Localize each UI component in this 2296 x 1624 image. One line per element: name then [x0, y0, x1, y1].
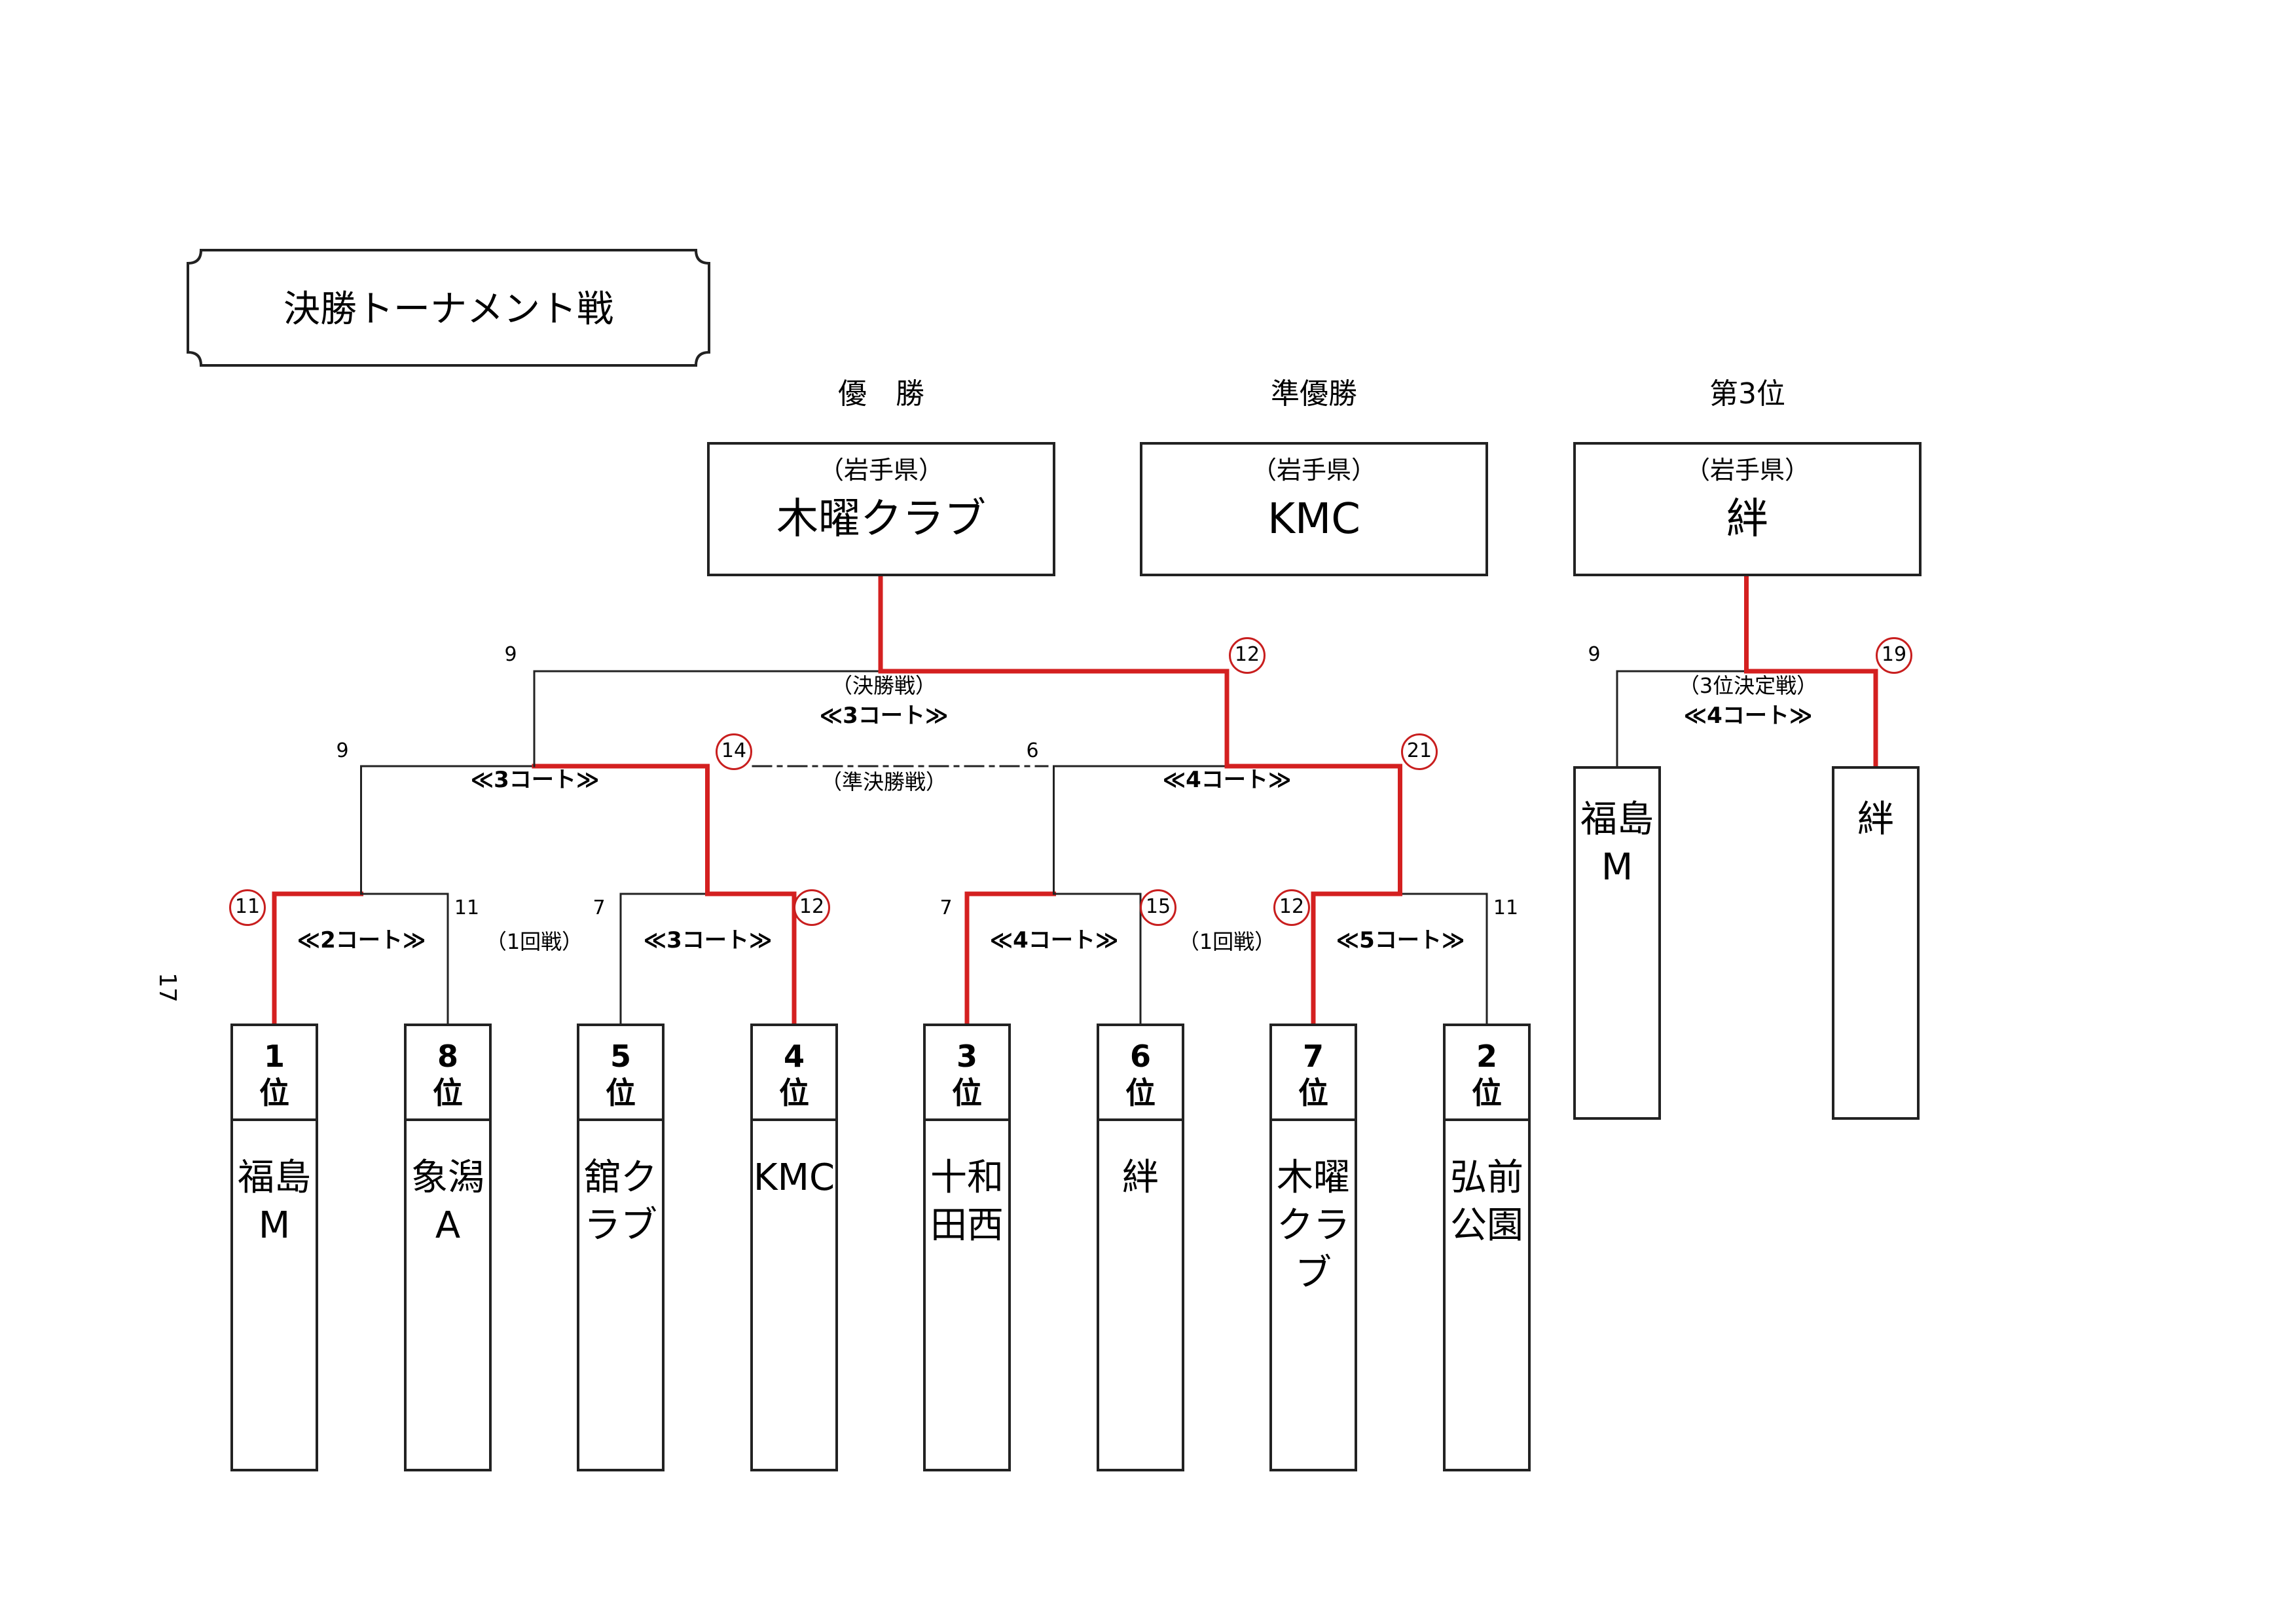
runner-up-box: （岩手県） KMC	[1140, 442, 1488, 576]
page-title: 決勝トーナメント戦	[283, 288, 613, 331]
team-rank: 4 位	[779, 1039, 809, 1111]
runner-up-region: （岩手県）	[1251, 456, 1376, 485]
match-score: 12	[1229, 637, 1266, 674]
runner-up-team: KMC	[1267, 495, 1360, 544]
team-box: 1 位 福島M	[230, 1024, 318, 1471]
team-name: KMC	[753, 1156, 835, 1199]
match-score: 21	[1401, 733, 1438, 770]
third-place-team-box: 絆	[1832, 766, 1920, 1120]
rank-divider	[926, 1118, 1008, 1121]
court-label: ≪4コート≫	[1683, 703, 1813, 729]
team-rank: 6 位	[1125, 1039, 1156, 1111]
team-name: 木曜クラブ	[1277, 1156, 1350, 1295]
round-label: （1回戦）	[1178, 929, 1276, 954]
match-score: 7	[592, 896, 606, 919]
round-label: （準決勝戦）	[820, 769, 947, 794]
match-score: 7	[939, 896, 953, 919]
rank-divider	[753, 1118, 835, 1121]
match-score: 12	[1273, 889, 1310, 926]
team-rank: 7 位	[1298, 1039, 1328, 1111]
rank-divider	[1099, 1118, 1182, 1121]
winner-score: 15	[1140, 889, 1176, 926]
team-rank: 3 位	[952, 1039, 982, 1111]
team-rank: 2 位	[1472, 1039, 1502, 1111]
match-score: 14	[716, 733, 752, 770]
round-label: （3位決定戦）	[1678, 673, 1818, 698]
match-score: 12	[793, 889, 830, 926]
team-box: 4 位 KMC	[750, 1024, 838, 1471]
third-place-team-box: 福島M	[1573, 766, 1661, 1120]
winner-score: 12	[793, 889, 830, 926]
winner-score: 11	[229, 889, 266, 926]
team-box: 3 位 十和田西	[923, 1024, 1011, 1471]
team-name: 絆	[1122, 1156, 1159, 1199]
team-box: 8 位 象潟A	[404, 1024, 492, 1471]
winner-score: 14	[716, 733, 752, 770]
court-label: ≪3コート≫	[819, 703, 949, 729]
team-box: 2 位 弘前公園	[1443, 1024, 1531, 1471]
title-frame	[187, 249, 710, 367]
match-score: 6	[1026, 739, 1039, 762]
rank-divider	[1272, 1118, 1355, 1121]
court-label: ≪4コート≫	[1162, 767, 1292, 793]
team-rank: 8 位	[433, 1039, 463, 1111]
round-label: （1回戦）	[485, 929, 583, 954]
team-rank: 5 位	[606, 1039, 636, 1111]
team-box: 7 位 木曜クラブ	[1269, 1024, 1357, 1471]
court-label: ≪2コート≫	[297, 927, 426, 953]
team-name: 福島M	[1580, 798, 1654, 889]
round-label: （決勝戦）	[831, 673, 936, 698]
team-name: 舘クラブ	[584, 1156, 657, 1247]
match-score: 11	[229, 889, 266, 926]
team-name: 十和田西	[930, 1156, 1004, 1247]
team-name: 象潟A	[411, 1156, 484, 1247]
rank-divider	[1446, 1118, 1528, 1121]
winner-score: 21	[1401, 733, 1438, 770]
champion-heading: 優 勝	[838, 377, 924, 411]
team-name: 弘前公園	[1450, 1156, 1523, 1247]
third-place-region: （岩手県）	[1685, 456, 1810, 485]
third-place-heading: 第3位	[1709, 377, 1785, 411]
champion-region: （岩手県）	[818, 456, 943, 485]
match-score: 9	[1588, 643, 1601, 666]
rank-divider	[579, 1118, 662, 1121]
runner-up-heading: 準優勝	[1271, 377, 1357, 411]
third-place-box: （岩手県） 絆	[1573, 442, 1922, 576]
match-score: 9	[336, 739, 349, 762]
winner-score: 19	[1876, 637, 1912, 674]
court-label: ≪4コート≫	[989, 927, 1119, 953]
champion-team: 木曜クラブ	[776, 495, 986, 544]
match-score: 15	[1140, 889, 1176, 926]
team-box: 6 位 絆	[1097, 1024, 1184, 1471]
team-box: 5 位 舘クラブ	[577, 1024, 665, 1471]
match-score: 11	[1493, 896, 1519, 919]
team-name: 絆	[1857, 798, 1894, 841]
court-label: ≪3コート≫	[470, 767, 600, 793]
rank-divider	[233, 1118, 316, 1121]
winner-score: 12	[1229, 637, 1266, 674]
match-score: 11	[454, 896, 480, 919]
winner-score: 12	[1273, 889, 1310, 926]
match-score: 19	[1876, 637, 1912, 674]
champion-box: （岩手県） 木曜クラブ	[707, 442, 1055, 576]
court-label: ≪3コート≫	[643, 927, 773, 953]
third-place-team: 絆	[1726, 495, 1768, 544]
page-number: 17	[153, 972, 181, 1003]
team-name: 福島M	[238, 1156, 311, 1247]
match-score: 9	[504, 643, 517, 666]
rank-divider	[407, 1118, 489, 1121]
court-label: ≪5コート≫	[1336, 927, 1465, 953]
team-rank: 1 位	[259, 1039, 289, 1111]
